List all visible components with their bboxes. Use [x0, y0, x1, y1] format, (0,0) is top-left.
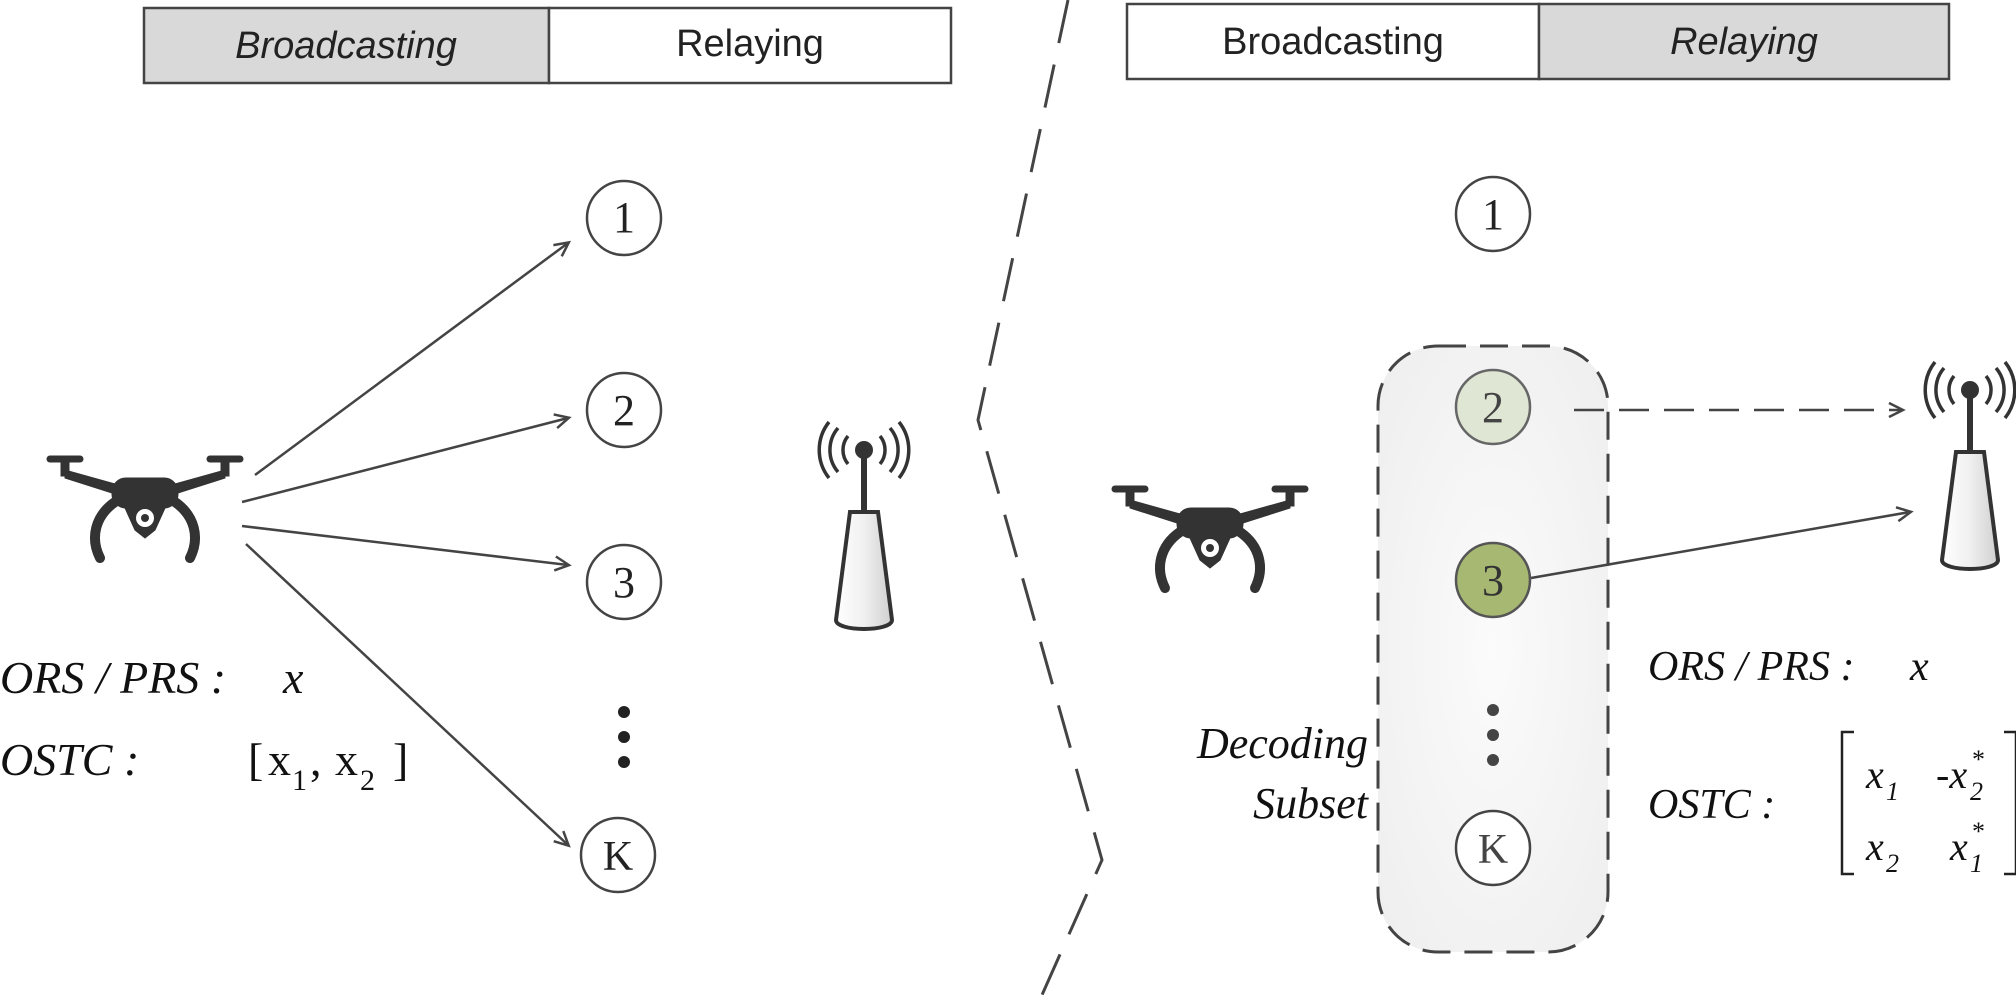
right-node-2-label: 2 [1482, 383, 1504, 432]
decoding-subset-line1: Decoding [1196, 719, 1368, 768]
right-ors-prs-label: ORS / PRS : [1648, 644, 1854, 690]
right-panel: Broadcasting Relaying [1111, 2, 2016, 954]
ostc-vec-x2: x [335, 734, 358, 785]
right-phase-bar: Broadcasting Relaying [1125, 2, 1951, 81]
left-relaying-cell [547, 6, 953, 85]
left-node-1-label: 1 [613, 193, 635, 242]
right-scheme-labels: ORS / PRS : x OSTC : x 1 -x 2 * x 2 x 1 … [1648, 644, 2016, 878]
left-node-1: 1 [585, 179, 663, 257]
left-relay-nodes: 1 2 3 K [579, 179, 663, 894]
right-node-k: K [1454, 809, 1532, 887]
left-broadcasting-label: Broadcasting [235, 25, 457, 67]
left-ostc-vector: [ x 1 , x 2 ] [248, 734, 408, 797]
arrow-to-node-k [245, 543, 571, 848]
arrow-to-node-3 [241, 524, 572, 572]
matrix-r2c2-sub: 1 [1970, 849, 1983, 878]
left-relaying-label: Relaying [676, 23, 824, 65]
right-ostc-label: OSTC : [1648, 782, 1775, 828]
right-relay-nodes: 1 2 3 K [1454, 175, 1532, 887]
matrix-right-bracket [2004, 730, 2016, 876]
svg-text:]: ] [393, 734, 408, 785]
right-broadcasting-cell [1125, 2, 1541, 81]
matrix-r1c1: x [1865, 752, 1884, 797]
left-panel: Broadcasting Relaying [0, 6, 953, 894]
right-node-1: 1 [1454, 175, 1532, 253]
left-ors-prs-symbol: x [282, 652, 304, 703]
left-drone-icon [46, 455, 244, 563]
svg-text:,: , [310, 734, 322, 785]
left-node-k: K [579, 816, 657, 894]
right-ellipsis [1487, 704, 1499, 766]
matrix-r2c2: x [1949, 824, 1968, 869]
right-ors-prs-symbol: x [1909, 644, 1929, 690]
left-node-2-label: 2 [613, 386, 635, 435]
decoding-subset-label: Decoding Subset [1196, 719, 1370, 828]
matrix-r1c1-sub: 1 [1886, 777, 1899, 806]
left-node-3: 3 [585, 543, 663, 621]
svg-text:[: [ [248, 734, 263, 785]
panel-divider [976, 0, 1104, 1004]
left-ors-prs-label: ORS / PRS : [0, 652, 226, 703]
left-broadcast-arrows [241, 240, 572, 848]
matrix-left-bracket [1840, 730, 1854, 876]
matrix-r1c2-sup: * [1972, 745, 1985, 774]
right-relaying-label: Relaying [1670, 21, 1818, 63]
ostc-vec-x1: x [268, 734, 291, 785]
right-drone-icon [1111, 485, 1309, 593]
matrix-r2c1-sub: 2 [1886, 849, 1899, 878]
left-node-2: 2 [585, 371, 663, 449]
right-node-3: 3 [1454, 541, 1532, 619]
matrix-r1c2-sub: 2 [1970, 777, 1983, 806]
right-base-station-icon [1923, 360, 2016, 571]
left-ellipsis [618, 706, 630, 768]
arrow-to-node-1 [254, 240, 572, 477]
right-node-k-label: K [1478, 827, 1508, 873]
right-node-3-label: 3 [1482, 556, 1504, 605]
right-broadcasting-label: Broadcasting [1222, 21, 1444, 63]
arrow-to-node-2 [241, 413, 572, 504]
left-scheme-labels: ORS / PRS : x OSTC : [ x 1 , x 2 ] [0, 652, 408, 797]
matrix-r2c2-sup: * [1972, 817, 1985, 846]
right-node-2: 2 [1454, 368, 1532, 446]
left-base-station-icon [817, 420, 911, 631]
matrix-r1c2: -x [1936, 752, 1967, 797]
decoding-subset-region [1376, 344, 1610, 954]
matrix-r2c1: x [1865, 824, 1884, 869]
left-ostc-label: OSTC : [0, 734, 139, 785]
right-relay-arrows [1530, 401, 1914, 580]
right-node-1-label: 1 [1482, 190, 1504, 239]
left-node-k-label: K [603, 834, 633, 880]
decoding-subset-line2: Subset [1253, 779, 1370, 828]
ostc-matrix: x 1 -x 2 * x 2 x 1 * [1840, 730, 2016, 878]
ostc-vec-x1-sub: 1 [292, 764, 307, 797]
right-relaying-cell [1537, 2, 1951, 81]
left-broadcasting-cell [142, 6, 551, 85]
left-phase-bar: Broadcasting Relaying [142, 6, 953, 85]
ostc-vec-x2-sub: 2 [360, 764, 375, 797]
left-node-3-label: 3 [613, 558, 635, 607]
arrow-node3-to-bs [1530, 506, 1914, 580]
